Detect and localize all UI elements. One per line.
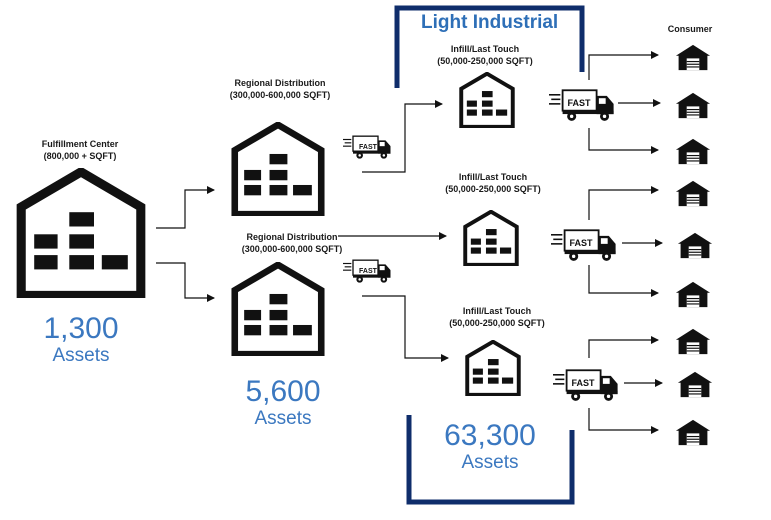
infill-name: Infill/Last Touch: [450, 44, 520, 54]
truck-fast-label-5: FAST: [571, 378, 595, 388]
house-icon: [677, 232, 713, 259]
fulfillment-center-name: Fulfillment Center: [41, 139, 119, 149]
house-icon: [675, 281, 711, 308]
infill-size: (50,000-250,000 SQFT): [445, 184, 541, 194]
house-icon: [675, 92, 711, 119]
truck-fast-label-4: FAST: [569, 238, 593, 248]
infill-assets-block: 63,300 Assets: [425, 420, 555, 474]
infill-asset-count: 63,300: [444, 419, 536, 452]
infill-name: Infill/Last Touch: [462, 306, 532, 316]
light-industrial-title: Light Industrial: [421, 12, 559, 33]
regional-distribution-warehouse-icon-2: [235, 265, 321, 354]
infill-label-2: Infill/Last Touch (50,000-250,000 SQFT): [418, 171, 568, 195]
infill-size: (50,000-250,000 SQFT): [437, 56, 533, 66]
regional-assets-word: Assets: [254, 408, 312, 429]
connector-lines: [156, 51, 663, 434]
fulfillment-assets-word: Assets: [52, 345, 110, 366]
infill-warehouse-icon-1: [461, 74, 513, 127]
fulfillment-center-warehouse-icon: [21, 172, 141, 296]
infill-warehouse-icon-2: [465, 212, 517, 265]
regional-asset-count: 5,600: [245, 375, 321, 408]
regional-distribution-name: Regional Distribution: [246, 232, 338, 242]
house-icon: [675, 419, 711, 446]
fulfillment-asset-count: 1,300: [43, 312, 119, 345]
house-icon: [675, 44, 711, 71]
infill-warehouse-icon-3: [467, 342, 519, 395]
house-icon: [677, 371, 713, 398]
truck-fast-label-1: FAST: [359, 144, 378, 151]
regional-distribution-name: Regional Distribution: [234, 78, 326, 88]
house-icon: [675, 328, 711, 355]
fulfillment-center-label: Fulfillment Center (800,000 + SQFT): [10, 138, 150, 162]
truck-fast-label-3: FAST: [567, 98, 591, 108]
infill-name: Infill/Last Touch: [458, 172, 528, 182]
infill-size: (50,000-250,000 SQFT): [449, 318, 545, 328]
house-icon: [675, 180, 711, 207]
light-industrial-bracket: [394, 5, 585, 505]
infill-label-3: Infill/Last Touch (50,000-250,000 SQFT): [422, 305, 572, 329]
infill-assets-word: Assets: [461, 452, 519, 473]
regional-distribution-warehouse-icon-1: [235, 125, 321, 214]
regional-distribution-label-1: Regional Distribution (300,000-600,000 S…: [200, 77, 360, 101]
truck-fast-label-2: FAST: [359, 268, 378, 275]
regional-assets-block: 5,600 Assets: [218, 376, 348, 430]
house-icon: [675, 138, 711, 165]
consumer-label: Consumer: [667, 24, 713, 34]
fulfillment-center-size: (800,000 + SQFT): [43, 151, 117, 161]
consumer-houses: [675, 44, 713, 446]
regional-distribution-size: (300,000-600,000 SQFT): [229, 90, 331, 100]
regional-distribution-label-2: Regional Distribution (300,000-600,000 S…: [212, 231, 372, 255]
fulfillment-assets-block: 1,300 Assets: [16, 313, 146, 367]
regional-distribution-size: (300,000-600,000 SQFT): [241, 244, 343, 254]
infill-label-1: Infill/Last Touch (50,000-250,000 SQFT): [410, 43, 560, 67]
